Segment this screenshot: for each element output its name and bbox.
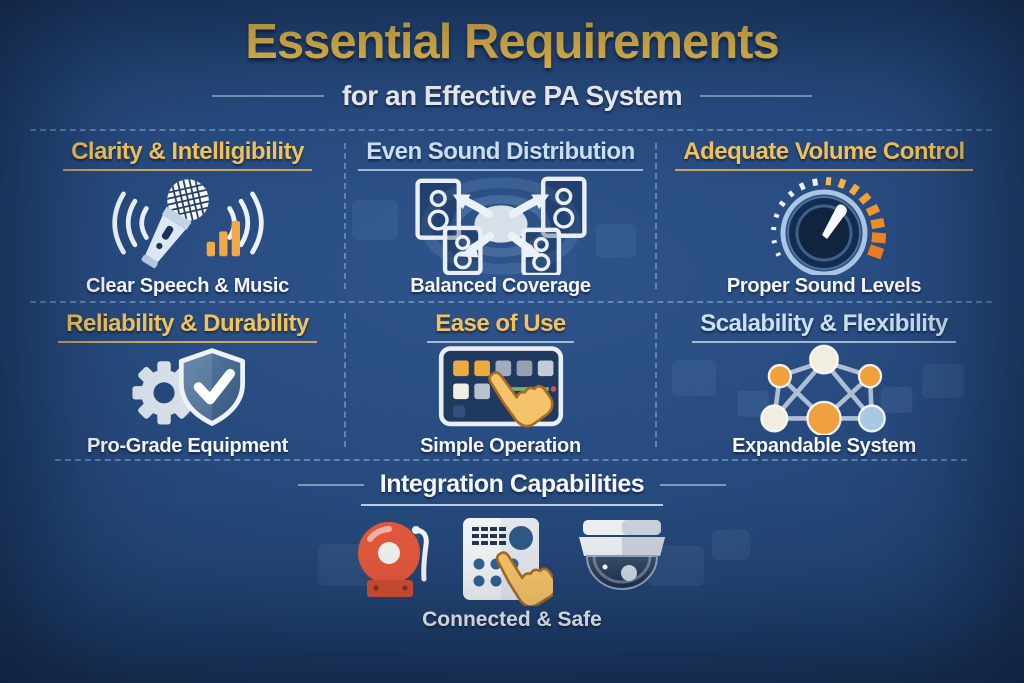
integration-icons-row <box>347 514 677 606</box>
card-caption: Proper Sound Levels <box>726 275 922 297</box>
page-subtitle: for an Effective PA System <box>341 80 683 111</box>
microphone-soundwaves-icon <box>104 171 272 275</box>
card-clarity-intelligibility: Clarity & Intelligibility <box>30 136 345 297</box>
gear-shield-check-icon <box>108 343 268 435</box>
touch-panel-hand-icon <box>411 343 591 435</box>
speakers-coverage-arrows-icon <box>388 171 614 275</box>
integration-title-row: Integration Capabilities <box>297 470 727 499</box>
keypad-hand-icon <box>463 518 553 606</box>
card-title: Ease of Use <box>427 310 574 343</box>
card-caption: Simple Operation <box>420 435 581 457</box>
card-adequate-volume-control: Adequate Volume Control Proper Sound Lev… <box>656 136 992 297</box>
faint-tile <box>596 224 636 258</box>
card-ease-of-use: Ease of Use Simple Op <box>345 308 656 457</box>
card-reliability-durability: Reliability & Durability Pro-Grade Equip… <box>30 308 345 457</box>
card-title: Clarity & Intelligibility <box>63 138 312 171</box>
subtitle-left-line <box>211 95 324 97</box>
divider-horizontal-middle <box>30 301 992 303</box>
faint-tile <box>922 364 964 398</box>
integration-title: Integration Capabilities <box>379 470 645 498</box>
card-caption: Pro-Grade Equipment <box>87 435 288 457</box>
integration-right-line <box>660 483 727 486</box>
subtitle-right-line <box>700 95 813 97</box>
card-caption: Balanced Coverage <box>410 275 591 297</box>
divider-vertical-row2-left <box>344 313 346 447</box>
card-title: Scalability & Flexibility <box>692 310 956 343</box>
page-title: Essential Requirements <box>245 15 780 69</box>
network-nodes-icon <box>724 343 924 435</box>
card-caption: Expandable System <box>732 435 916 457</box>
card-even-sound-distribution: Even Sound Distribution <box>345 136 656 297</box>
card-scalability-flexibility: Scalability & Flexibility <box>656 308 992 457</box>
faint-tile <box>712 530 750 560</box>
divider-vertical-row1-left <box>344 143 346 289</box>
faint-tile <box>672 360 716 396</box>
card-title: Reliability & Durability <box>58 310 317 343</box>
volume-knob-icon <box>731 171 917 275</box>
integration-underline <box>361 504 663 506</box>
integration-left-line <box>297 483 364 486</box>
divider-horizontal-bottom <box>55 459 967 461</box>
integration-section: Integration Capabilities <box>0 470 1024 632</box>
integration-caption: Connected & Safe <box>422 608 602 631</box>
card-title: Even Sound Distribution <box>358 138 643 171</box>
page-subtitle-row: for an Effective PA System <box>0 80 1024 112</box>
card-caption: Clear Speech & Music <box>86 275 289 297</box>
faint-tile <box>352 200 398 240</box>
card-title: Adequate Volume Control <box>675 138 973 171</box>
dome-camera-icon <box>579 520 665 590</box>
divider-vertical-row1-right <box>655 143 657 289</box>
divider-horizontal-top <box>30 129 992 131</box>
alarm-bell-icon <box>358 522 429 597</box>
divider-vertical-row2-right <box>655 313 657 447</box>
